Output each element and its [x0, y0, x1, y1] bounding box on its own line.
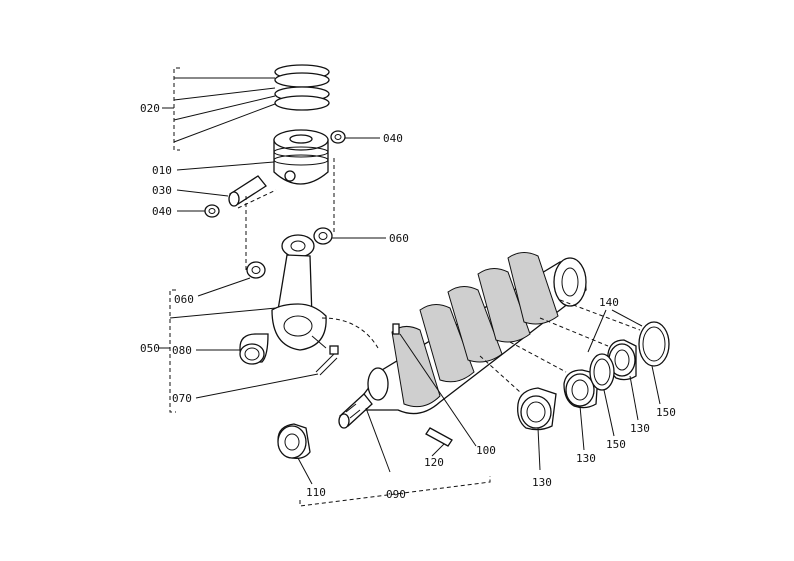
circlip-upper: [330, 130, 346, 144]
connecting-rod: [271, 234, 327, 351]
label-140: 140: [599, 296, 619, 309]
rod-bolt: [315, 345, 339, 376]
label-080: 080: [172, 344, 192, 357]
label-150-middle: 150: [606, 438, 626, 451]
thrust-washer-1: [589, 353, 615, 391]
label-030: 030: [152, 184, 172, 197]
label-130-middle: 130: [576, 452, 596, 465]
label-120: 120: [424, 456, 444, 469]
label-130-right: 130: [630, 422, 650, 435]
label-040-lower: 040: [152, 205, 172, 218]
piston-rings: [274, 64, 330, 111]
crankshaft: [338, 252, 587, 429]
crank-gear: [277, 423, 311, 460]
label-060-lower: 060: [174, 293, 194, 306]
label-010: 010: [152, 164, 172, 177]
label-070: 070: [172, 392, 192, 405]
part-labels: 020 040 010 030 040 060 060 050 080 070 …: [140, 102, 676, 501]
thrust-washer-2: [638, 321, 670, 367]
big-end-bearing: [239, 333, 269, 365]
label-090: 090: [386, 488, 406, 501]
piston-pin: [228, 175, 267, 207]
leader-lines: [158, 67, 661, 507]
label-060-upper: 060: [389, 232, 409, 245]
main-bearing-2: [563, 369, 599, 409]
label-020: 020: [140, 102, 160, 115]
label-040-upper: 040: [383, 132, 403, 145]
label-150-right: 150: [656, 406, 676, 419]
label-110: 110: [306, 486, 326, 499]
main-bearing-1: [517, 387, 557, 431]
label-100: 100: [476, 444, 496, 457]
label-130-left: 130: [532, 476, 552, 489]
bush-lower: [246, 261, 266, 279]
key: [425, 427, 453, 447]
piston: [273, 129, 329, 185]
plug-pin: [392, 323, 400, 335]
bush-upper: [313, 227, 333, 245]
circlip-lower: [204, 204, 220, 218]
label-050: 050: [140, 342, 160, 355]
